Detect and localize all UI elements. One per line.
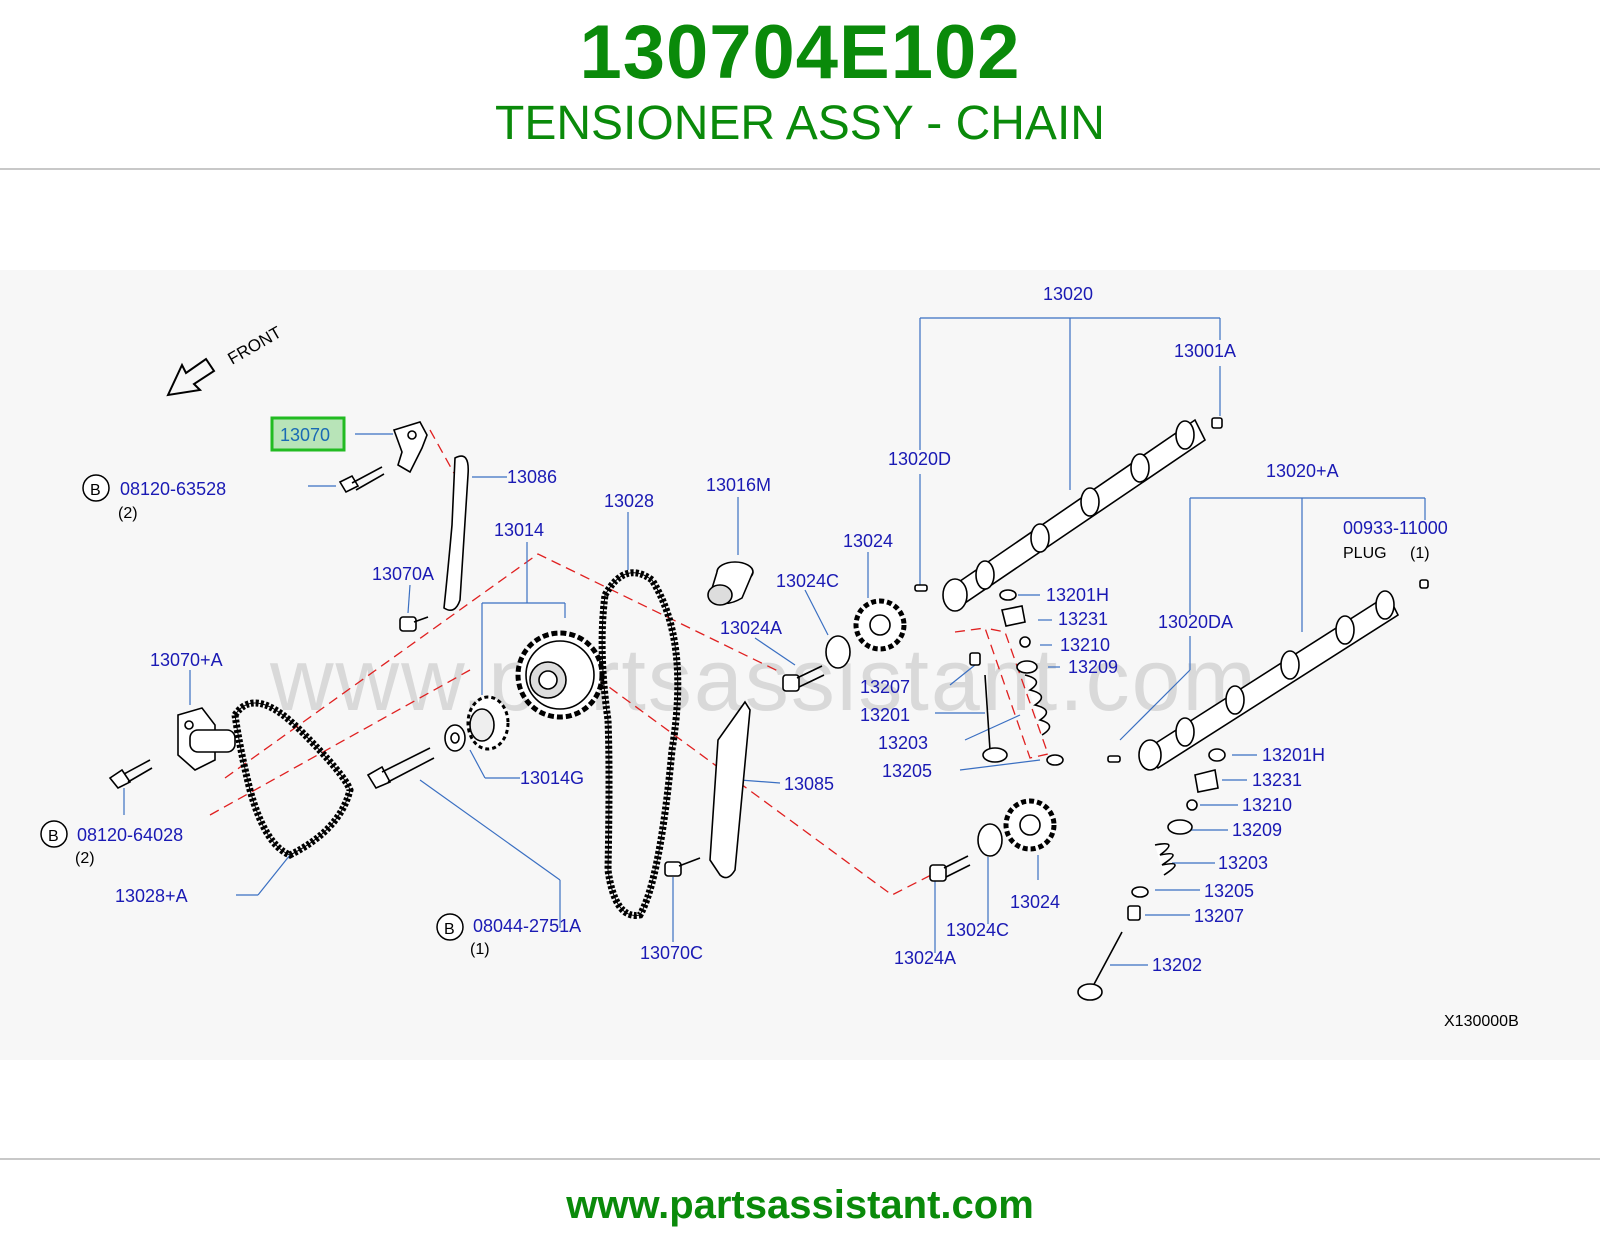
callout-13201h-a[interactable]: 13201H xyxy=(1046,585,1109,605)
callout-13231-a[interactable]: 13231 xyxy=(1058,609,1108,629)
bolt-64028-icon xyxy=(108,759,153,790)
tensioner-13070a-icon xyxy=(177,707,236,771)
sprocket-13024-bot-icon xyxy=(1003,798,1057,852)
callout-13070a[interactable]: 13070A xyxy=(372,564,434,584)
exploded-view-svg: www.partsassistant.com xyxy=(40,284,1519,1030)
footer-divider xyxy=(0,1158,1600,1160)
valve-train-a-icon xyxy=(969,589,1064,766)
bolt-symbol-circle-2 xyxy=(40,820,68,848)
drawing-code: X130000B xyxy=(1444,1013,1519,1030)
callout-13203-b[interactable]: 13203 xyxy=(1218,853,1268,873)
qty-2a: (2) xyxy=(118,505,138,522)
callout-13001a[interactable]: 13001A xyxy=(1174,341,1236,361)
callout-13209-a[interactable]: 13209 xyxy=(1068,657,1118,677)
part-drawings xyxy=(108,417,1429,1001)
callout-13085[interactable]: 13085 xyxy=(784,774,834,794)
plug-13001a-icon xyxy=(1211,417,1223,429)
callout-13207-a[interactable]: 13207 xyxy=(860,677,910,697)
tensioner-top-icon xyxy=(392,421,428,474)
plug-label: PLUG xyxy=(1343,545,1387,562)
front-label: FRONT xyxy=(225,323,285,369)
bolt-symbol-2: B xyxy=(48,828,59,845)
callout-13020[interactable]: 13020 xyxy=(1043,284,1093,304)
front-arrow-icon xyxy=(166,357,216,397)
callout-13070c[interactable]: 13070C xyxy=(640,943,703,963)
callout-13201[interactable]: 13201 xyxy=(860,705,910,725)
bolt-08044-icon xyxy=(366,747,435,790)
callout-13203-a[interactable]: 13203 xyxy=(878,733,928,753)
washer-13024c-top-icon xyxy=(825,635,851,669)
qty-1b: (1) xyxy=(1410,545,1430,562)
pin-13020da-icon xyxy=(1107,755,1121,763)
callout-13024c-top[interactable]: 13024C xyxy=(776,571,839,591)
qty-2b: (2) xyxy=(75,850,95,867)
callout-13070[interactable]: 13070 xyxy=(280,425,330,445)
callout-13205-b[interactable]: 13205 xyxy=(1204,881,1254,901)
callout-13207-b[interactable]: 13207 xyxy=(1194,906,1244,926)
part-number-title: 130704E102 xyxy=(579,10,1021,95)
bolt-13070a-icon xyxy=(399,616,429,632)
callout-13201h-b[interactable]: 13201H xyxy=(1262,745,1325,765)
highlighted-part-box[interactable] xyxy=(270,416,346,452)
valve-train-b-icon xyxy=(1077,748,1226,1001)
leader-lines xyxy=(123,317,1426,966)
callout-13202[interactable]: 13202 xyxy=(1152,955,1202,975)
camshaft-13020a-icon xyxy=(1138,590,1400,771)
callout-13024a-bot[interactable]: 13024A xyxy=(894,948,956,968)
callout-13014[interactable]: 13014 xyxy=(494,520,544,540)
callout-13020da[interactable]: 13020DA xyxy=(1158,612,1233,632)
gear-13014g-icon xyxy=(444,695,510,752)
sprocket-13024-top-icon xyxy=(853,598,907,652)
watermark-text: www.partsassistant.com xyxy=(269,630,1258,729)
bolt-symbols: B B B xyxy=(40,474,464,941)
qty-1a: (1) xyxy=(470,941,490,958)
parts-diagram: www.partsassistant.com xyxy=(0,270,1600,1060)
pin-13020d-icon xyxy=(914,584,928,592)
bolt-13024a-top-icon xyxy=(782,665,825,692)
callout-13210-b[interactable]: 13210 xyxy=(1242,795,1292,815)
callout-13086[interactable]: 13086 xyxy=(507,467,557,487)
callout-13231-b[interactable]: 13231 xyxy=(1252,770,1302,790)
callout-13070-plus-a[interactable]: 13070+A xyxy=(150,650,223,670)
callout-08120-64028[interactable]: 08120-64028 xyxy=(77,825,183,845)
callout-13014g[interactable]: 13014G xyxy=(520,768,584,788)
plug-00933-icon xyxy=(1419,579,1429,589)
header-divider xyxy=(0,168,1600,170)
callout-08120-63528[interactable]: 08120-63528 xyxy=(120,479,226,499)
bolt-symbol-circle-3 xyxy=(436,913,464,941)
callout-13024a-top[interactable]: 13024A xyxy=(720,618,782,638)
callout-13024-bot[interactable]: 13024 xyxy=(1010,892,1060,912)
part-name-subtitle: TENSIONER ASSY - CHAIN xyxy=(495,97,1105,150)
callout-13210-a[interactable]: 13210 xyxy=(1060,635,1110,655)
cam-sprocket-13014-icon xyxy=(515,630,605,720)
page-header: 130704E102 TENSIONER ASSY - CHAIN xyxy=(0,0,1600,170)
washer-13024c-bot-icon xyxy=(977,823,1003,857)
bolt-13024a-bot-icon xyxy=(929,855,971,882)
bolt-symbol-3: B xyxy=(444,921,455,938)
callout-13016m[interactable]: 13016M xyxy=(706,475,771,495)
callout-13028[interactable]: 13028 xyxy=(604,491,654,511)
chain-guide-13086-icon xyxy=(443,455,470,611)
sleeve-13016m-icon xyxy=(707,561,754,606)
bolt-13070c-icon xyxy=(664,857,701,877)
callout-13024-top[interactable]: 13024 xyxy=(843,531,893,551)
assembly-dashed-lines xyxy=(209,429,1049,896)
footer-website-link[interactable]: www.partsassistant.com xyxy=(566,1183,1034,1227)
callout-13024c-bot[interactable]: 13024C xyxy=(946,920,1009,940)
bolt-63528-icon xyxy=(338,466,385,494)
callout-08044-2751a[interactable]: 08044-2751A xyxy=(473,916,581,936)
callout-13209-b[interactable]: 13209 xyxy=(1232,820,1282,840)
callout-13205-a[interactable]: 13205 xyxy=(882,761,932,781)
callout-13028-plus-a[interactable]: 13028+A xyxy=(115,886,188,906)
bolt-symbol-circle-1 xyxy=(82,474,110,502)
callout-13020-plus-a[interactable]: 13020+A xyxy=(1266,461,1339,481)
camshaft-13020-icon xyxy=(942,418,1207,612)
callout-00933-11000[interactable]: 00933-11000 xyxy=(1343,518,1448,538)
chain-guide-13085-icon xyxy=(709,700,751,879)
callout-labels: 13070 08120-63528 (2) 13086 13070A 13014… xyxy=(75,284,1519,1030)
callout-13020d[interactable]: 13020D xyxy=(888,449,951,469)
bolt-symbol-1: B xyxy=(90,482,101,499)
